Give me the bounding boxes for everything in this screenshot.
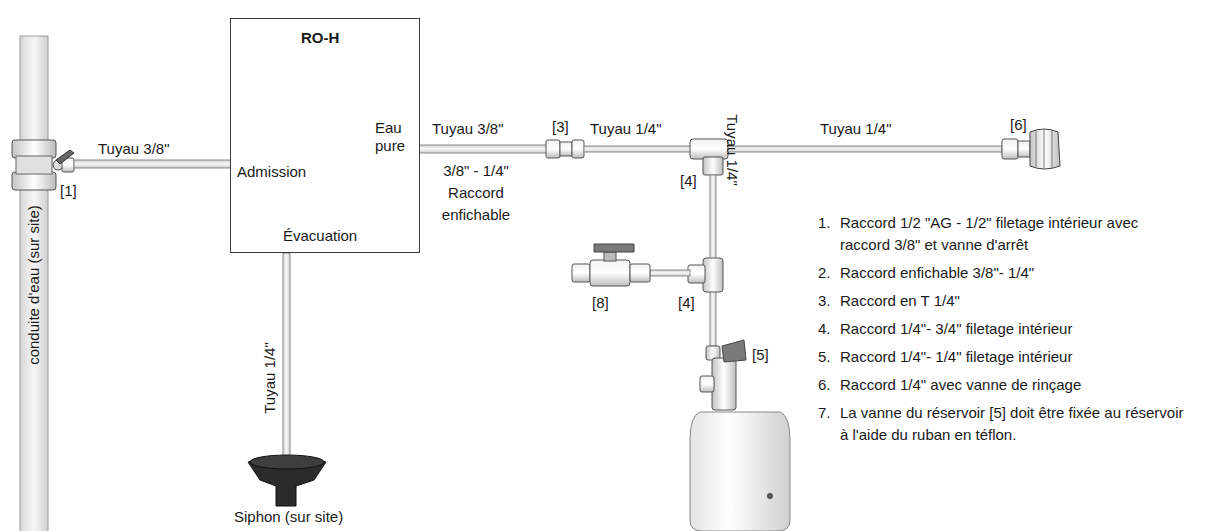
list-number: 5. [818,346,840,368]
list-number: 2. [818,262,840,284]
tube [419,145,547,153]
list-note: Raccord 1/4" avec vanne de rinçage [840,374,1190,396]
caption-label: Siphon (sur site) [234,506,343,528]
push-fit-connector [546,140,584,158]
fitting-label: 3/8" - 1/4" Raccord enfichable [424,160,528,226]
ball-valve [572,244,690,286]
callout-number: [1] [60,180,77,202]
tube [283,253,290,463]
port-label: Évacuation [283,227,357,245]
list-number: 1. [818,212,840,256]
callout-number: [5] [752,344,769,366]
legend-row: 5.Raccord 1/4"- 1/4" filetage intérieur [818,346,1198,368]
unit-box: RO-H Admission Eau pureÉvacuation [230,18,420,253]
legend-row: 4.Raccord 1/4"- 3/4" filetage intérieur [818,318,1198,340]
tube [584,146,692,152]
tube [74,160,231,168]
list-number: 7. [818,402,840,446]
tube [710,290,716,346]
port-label: Admission [237,163,306,181]
callout-number: [4] [680,170,697,192]
drain-funnel [248,455,326,506]
unit-title: RO-H [301,29,339,47]
callout-number: [4] [678,292,695,314]
legend-row: 2.Raccord enfichable 3/8"- 1/4" [818,262,1198,284]
list-number: 6. [818,374,840,396]
water-main [20,36,48,531]
list-note: La vanne du réservoir [5] doit être fixé… [840,402,1190,446]
pipe-label: Tuyau 1/4" [820,118,891,140]
list-note: Raccord 1/2 "AG - 1/2" filetage intérieu… [840,212,1190,256]
pipe-label: Tuyau 1/4" [590,118,661,140]
callout-number: [6] [1010,114,1027,136]
pipe-label: Tuyau 3/8" [432,118,503,140]
tube [728,146,1002,152]
flush-valve [1002,129,1060,169]
list-note: Raccord en T 1/4" [840,290,1190,312]
port-label: Eau pure [375,119,415,155]
callout-number: [8] [592,292,609,314]
legend-row: 7.La vanne du réservoir [5] doit être fi… [818,402,1198,446]
pipe-label: Tuyau 1/4" [259,342,281,413]
legend-row: 6.Raccord 1/4" avec vanne de rinçage [818,374,1198,396]
list-note: Raccord enfichable 3/8"- 1/4" [840,262,1190,284]
legend-row: 3.Raccord en T 1/4" [818,290,1198,312]
pipe-label: conduite d'eau (sur site) [23,205,45,365]
tee-connector [688,258,723,292]
callout-number: [3] [552,116,569,138]
list-number: 3. [818,290,840,312]
list-number: 4. [818,318,840,340]
tube [710,175,716,259]
list-note: Raccord 1/4"- 1/4" filetage intérieur [840,346,1190,368]
tank-valve [700,340,746,410]
legend-row: 1.Raccord 1/2 "AG - 1/2" filetage intéri… [818,212,1198,256]
pipe-label: Tuyau 3/8" [98,138,169,160]
list-note: Raccord 1/4"- 3/4" filetage intérieur [840,318,1190,340]
tee-connector [690,139,728,175]
storage-tank [690,412,790,531]
pipe-label: Tuyau 1/4" [721,114,743,185]
